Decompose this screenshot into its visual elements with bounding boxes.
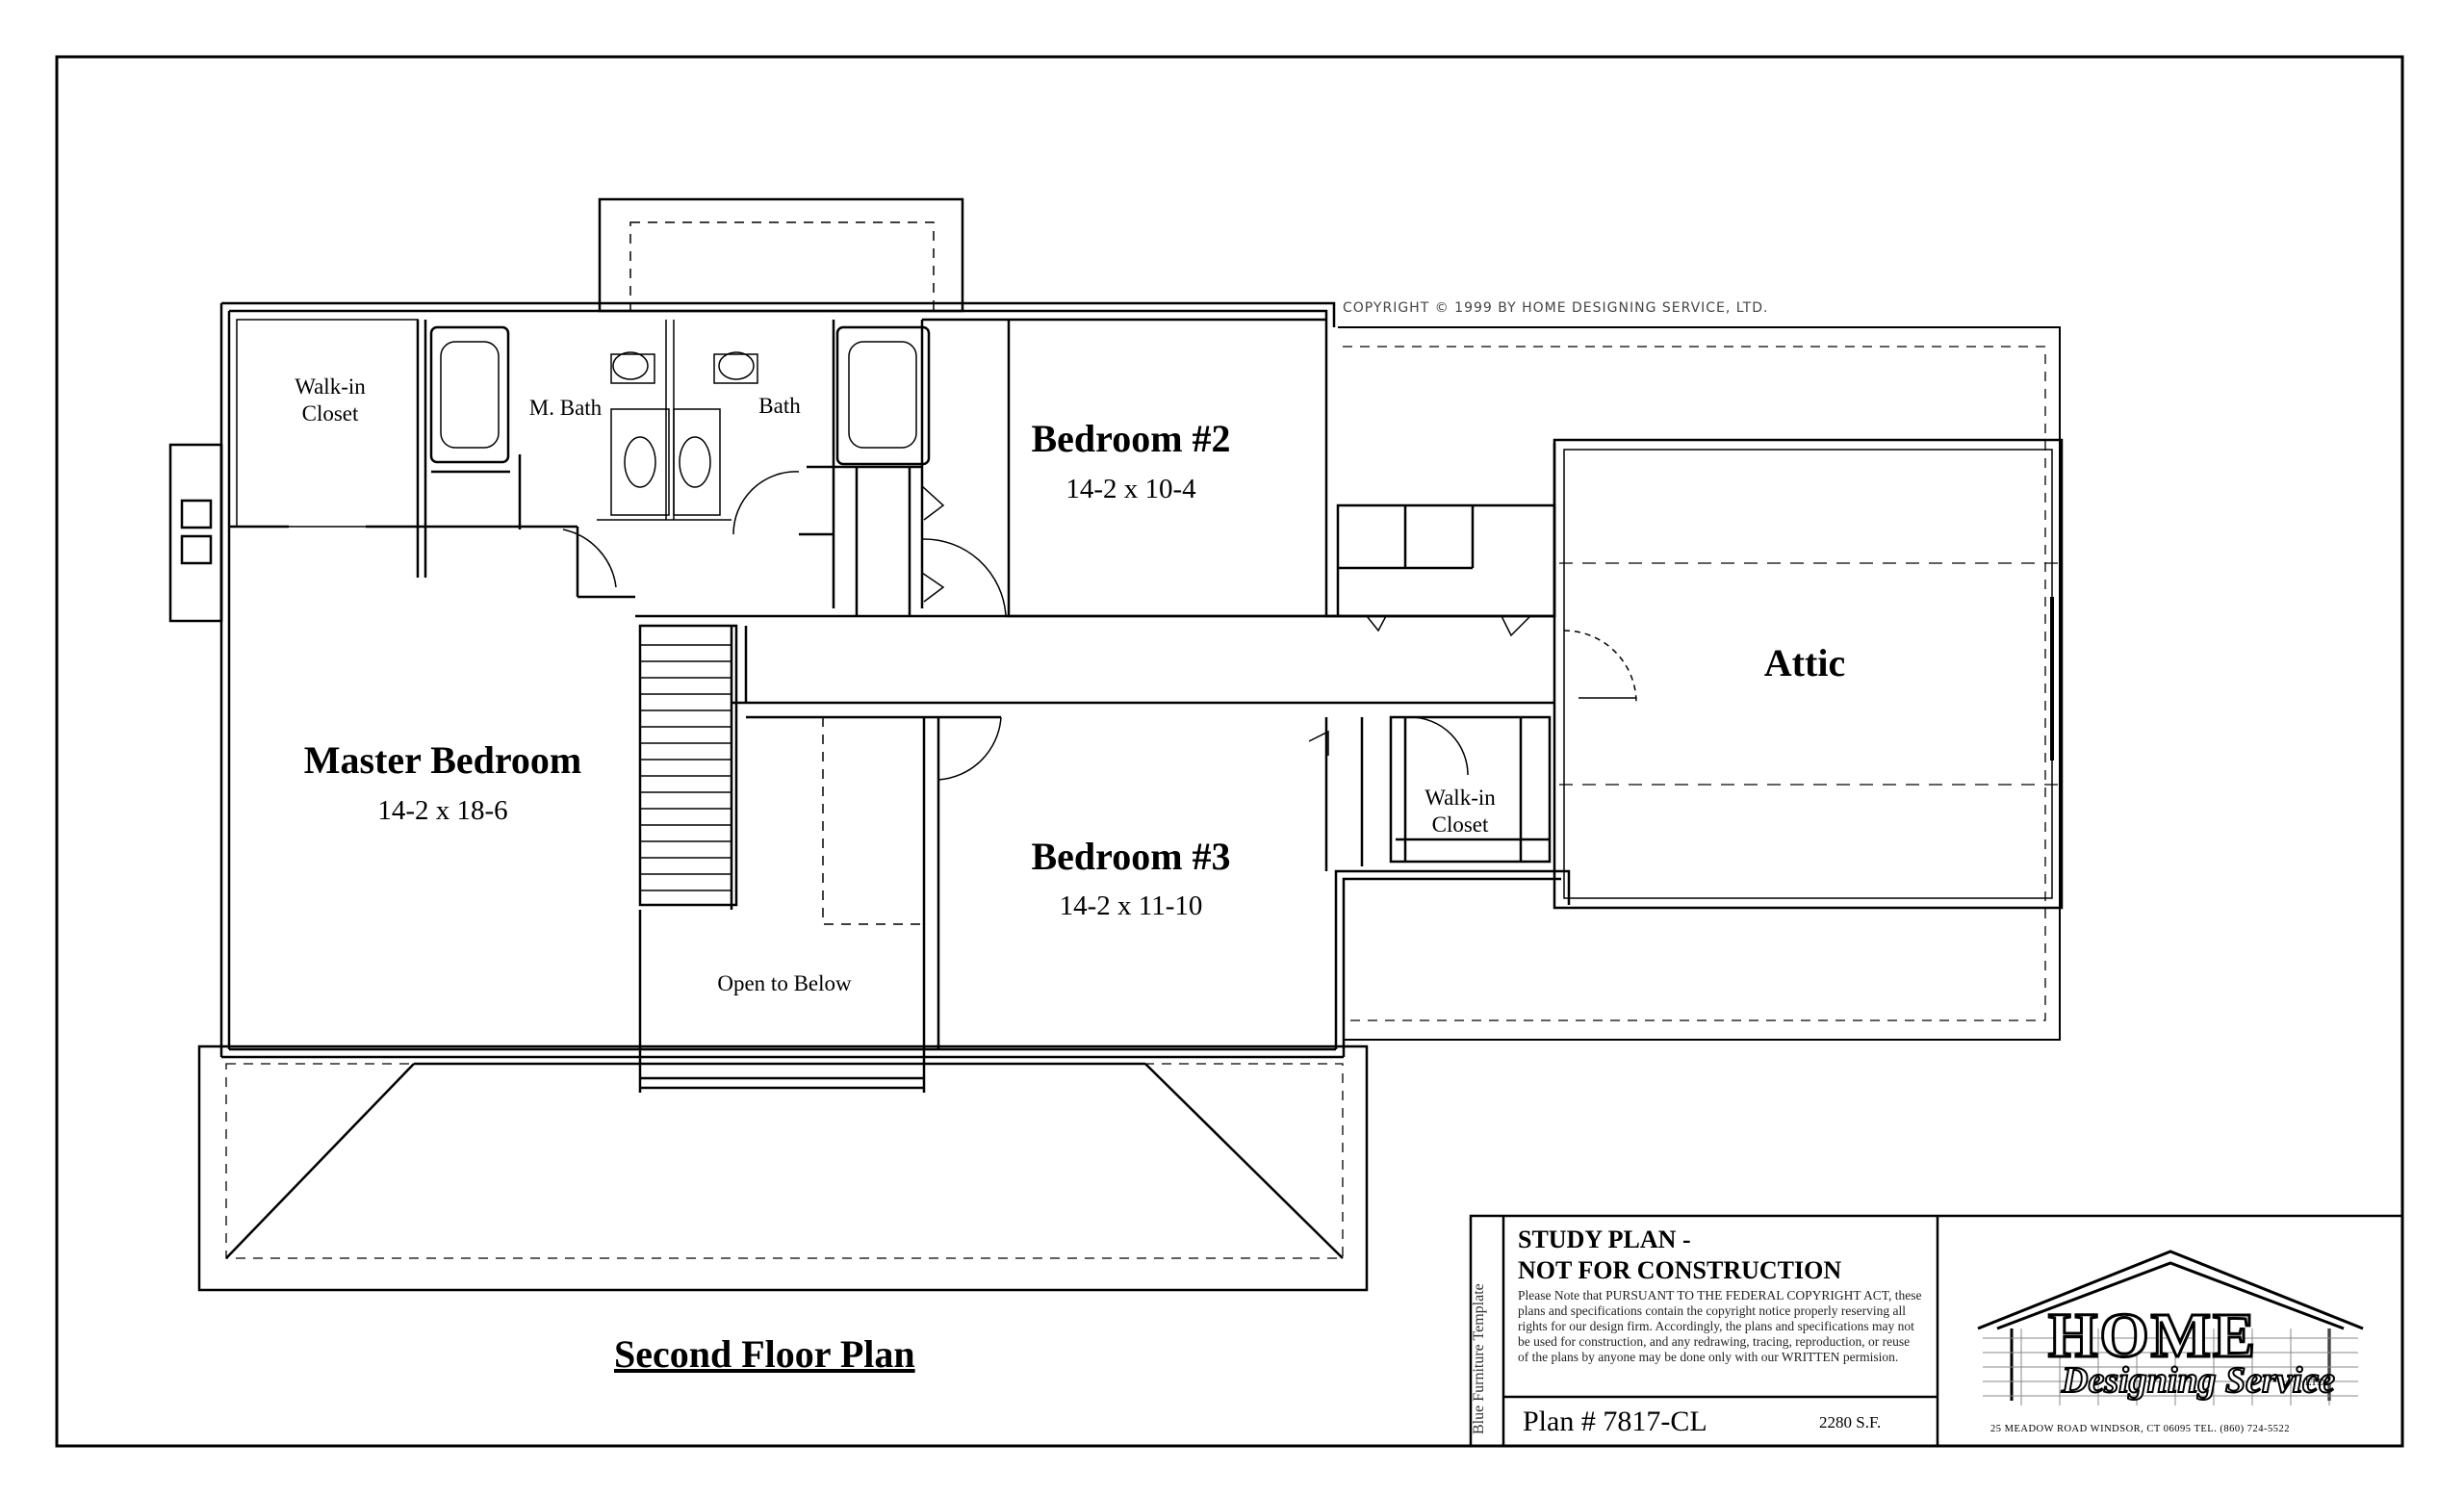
- roof-eaves-right: [1338, 326, 2061, 1041]
- square-feet: 2280 S.F.: [1819, 1413, 1882, 1432]
- bedroom3-dims: 14-2 x 11-10: [1059, 890, 1203, 921]
- logo-home-text: HOME: [2047, 1300, 2257, 1373]
- sheet-border: [55, 55, 2404, 1448]
- master-bedroom-dims: 14-2 x 18-6: [377, 795, 508, 826]
- bedroom3-name: Bedroom #3: [1031, 835, 1231, 878]
- study-plan-heading-line1: STUDY PLAN -: [1518, 1225, 1691, 1253]
- walkin-closet-2-line1: Walk-in: [1424, 786, 1496, 810]
- bedroom2-name: Bedroom #2: [1031, 417, 1231, 460]
- bedroom2-dims: 14-2 x 10-4: [1065, 474, 1196, 504]
- company-address: 25 MEADOW ROAD WINDSOR, CT 06095 TEL. (8…: [1990, 1424, 2291, 1434]
- walkin-closet-1-label: Walk-in Closet: [277, 374, 383, 427]
- study-plan-heading-line2: NOT FOR CONSTRUCTION: [1518, 1256, 1842, 1284]
- bath-fixtures: [597, 320, 758, 521]
- copyright-notice: Please Note that PURSUANT TO THE FEDERAL…: [1518, 1288, 1922, 1364]
- title-block-vertical-text: Blue Furniture Template: [1471, 1283, 1487, 1434]
- bedroom3-walls: [937, 717, 1364, 1049]
- plan-title: Second Floor Plan: [614, 1332, 915, 1376]
- copyright-text: COPYRIGHT © 1999 BY HOME DESIGNING SERVI…: [1343, 300, 1769, 316]
- bedroom2-walls: [922, 318, 1326, 618]
- title-block: [1469, 1214, 2404, 1448]
- open-to-below-label: Open to Below: [717, 971, 852, 995]
- attic-walls: [1553, 438, 2064, 910]
- logo-ltd-text: LTD: [2305, 1377, 2325, 1388]
- plan-number: Plan # 7817-CL: [1523, 1406, 1707, 1437]
- walkin2-walls: [1389, 715, 1552, 864]
- stair-treads: [640, 644, 732, 891]
- attic-label: Attic: [1763, 641, 1846, 684]
- master-bedroom-name: Master Bedroom: [303, 738, 582, 782]
- walkin-closet-2-line2: Closet: [1431, 812, 1489, 837]
- m-bath-label: M. Bath: [528, 396, 603, 420]
- chimney: [168, 443, 223, 623]
- walkin-closet-2-label: Walk-in Closet: [1407, 785, 1513, 838]
- open-to-below-walls: [638, 715, 1002, 1093]
- porch-roof: [197, 1045, 1369, 1292]
- exterior-walls: [219, 301, 1571, 1059]
- top-dormer: [598, 197, 964, 313]
- upper-left-walls: [229, 319, 635, 599]
- walkin-closet-1-line1: Walk-in: [295, 374, 366, 399]
- hallway-walls: [635, 503, 1556, 705]
- logo-grid: [1983, 1328, 2358, 1406]
- walkin-closet-1-line2: Closet: [301, 401, 359, 426]
- logo-designing-service-text: Designing Service: [2061, 1359, 2336, 1402]
- bath-label: Bath: [758, 394, 801, 418]
- right-bath-walls: [732, 320, 1007, 617]
- stairs: [638, 624, 748, 910]
- study-plan-heading: STUDY PLAN - NOT FOR CONSTRUCTION: [1518, 1225, 1841, 1286]
